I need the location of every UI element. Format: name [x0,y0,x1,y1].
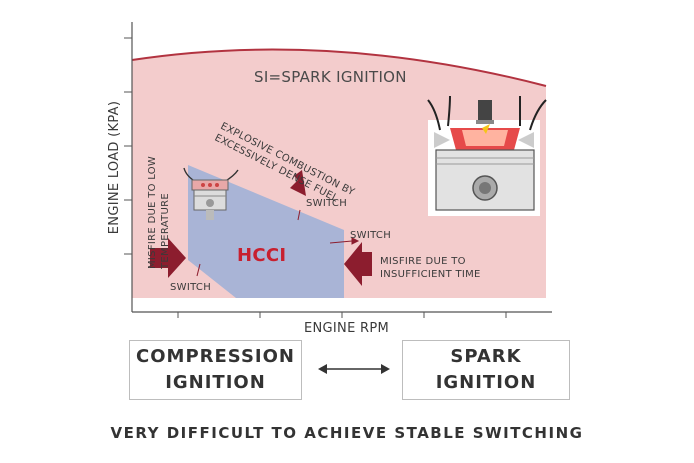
spark-ignition-line2: IGNITION [435,372,537,393]
compression-ignition-line2: IGNITION [165,372,266,393]
switch-label-middle: SWITCH [306,198,348,209]
switch-label-lower: SWITCH [170,282,212,293]
x-axis-label: ENGINE RPM [304,321,390,336]
si-label: SI=SPARK IGNITION [254,68,407,86]
misfire-insufficient-label: MISFIRE DUE TO INSUFFICIENT TIME [380,256,481,280]
hcci-label: HCCI [237,245,287,266]
y-axis-label: ENGINE LOAD (KPA) [107,100,123,235]
compression-ignition-line1: COMPRESSION [136,346,295,367]
arrow-explosive [282,164,306,196]
compression-ignition-box: COMPRESSION IGNITION [129,340,302,400]
switch-label-right: SWITCH [350,230,392,241]
hcci-piston-icon [183,167,239,220]
max-load-curve [131,48,547,87]
arrow-left-misfire [150,238,186,278]
misfire-low-temp-label: MISFIRE DUE TO LOW TEMPERATURE [147,155,171,269]
spark-ignition-line1: SPARK [450,346,522,367]
hcci-region [188,165,344,298]
si-piston-icon [427,95,547,216]
switch-indicators [196,209,360,277]
bidirectional-arrow [318,364,390,374]
arrow-right-misfire [344,242,372,286]
x-ticks [177,312,507,318]
spark-ignition-box: SPARK IGNITION [402,340,570,400]
caption: VERY DIFFICULT TO ACHIEVE STABLE SWITCHI… [110,424,584,442]
y-ticks [124,37,132,255]
